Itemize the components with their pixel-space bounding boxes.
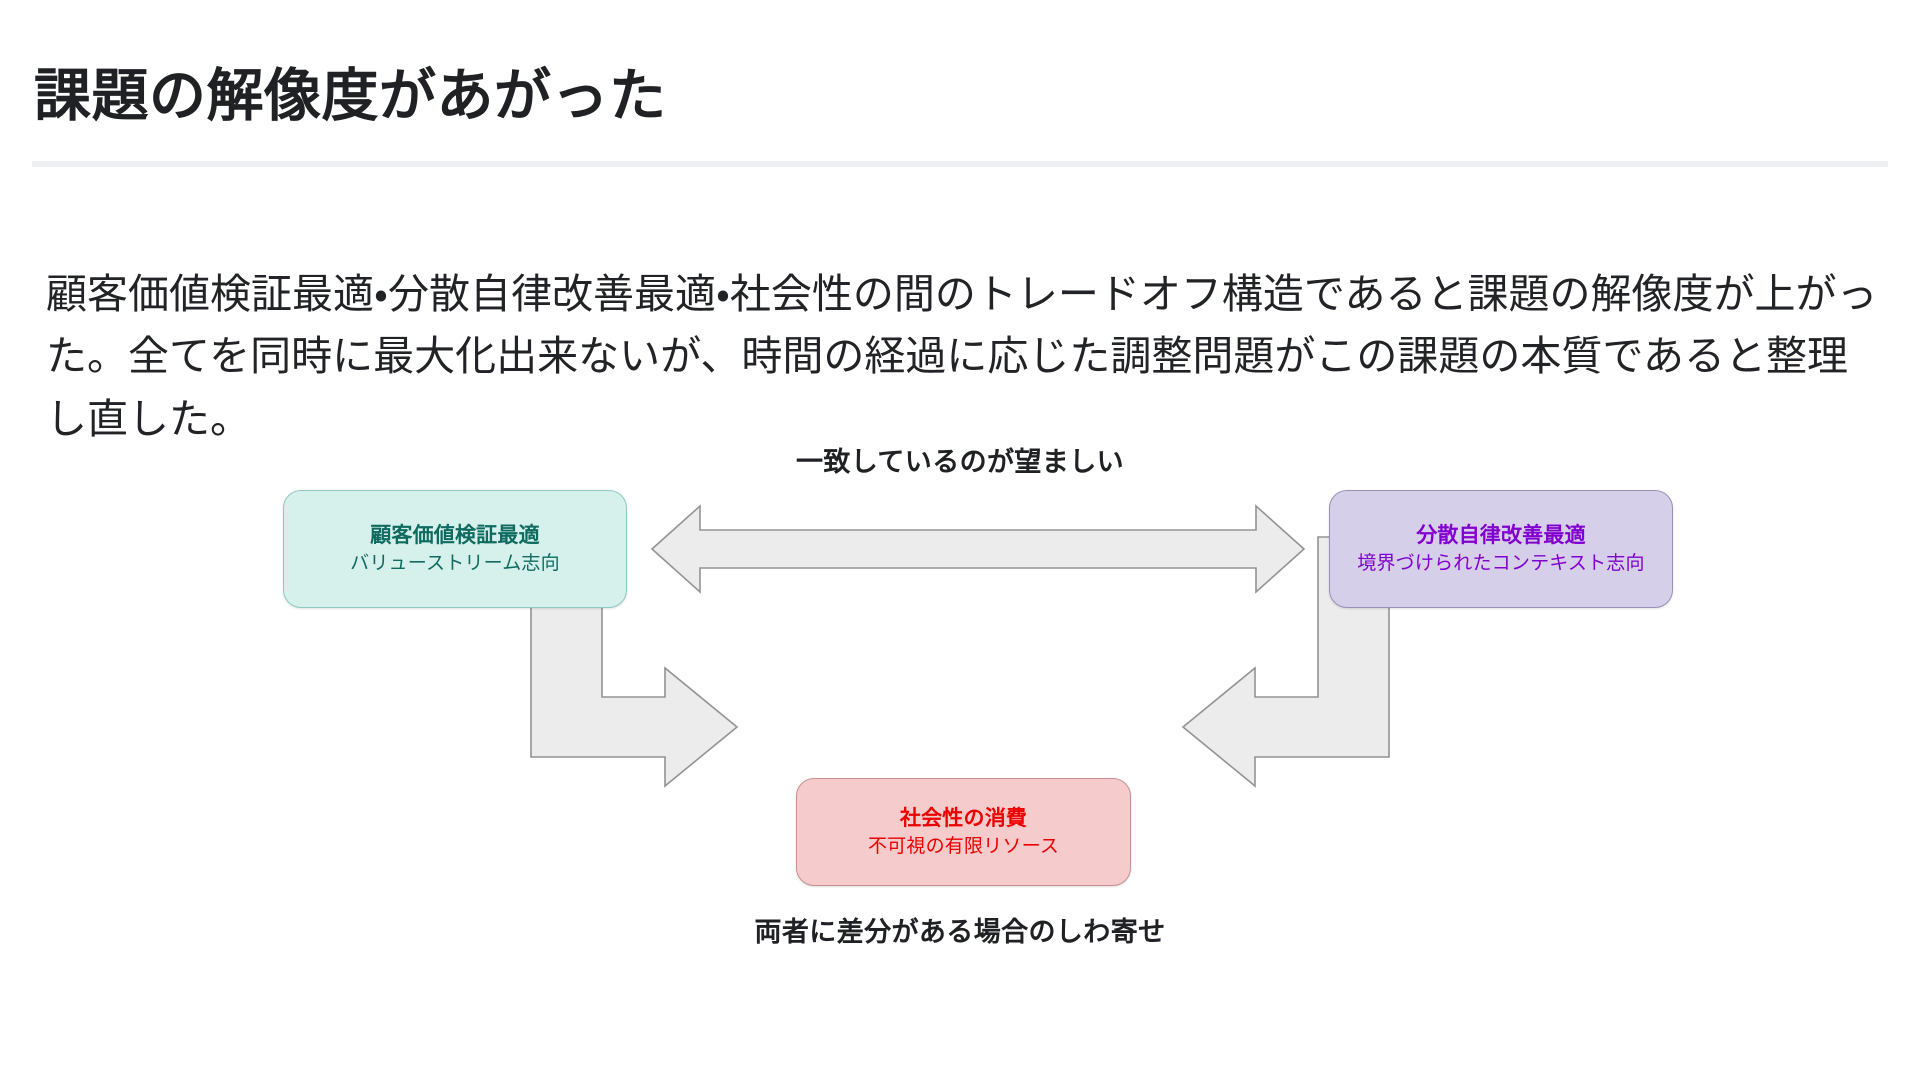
tradeoff-diagram: 一致しているのが望ましい 顧客価値検証最適 バリューストリーム志向 分散自律改善… [0, 440, 1920, 1000]
title-divider [32, 161, 1888, 167]
node-distributed-autonomy: 分散自律改善最適 境界づけられたコンテキスト志向 [1329, 490, 1673, 608]
bidirectional-arrow [650, 504, 1306, 594]
node-sociality-consumption-title: 社会性の消費 [899, 806, 1028, 830]
diagram-caption-top: 一致しているのが望ましい [796, 447, 1124, 477]
node-distributed-autonomy-subtitle: 境界づけられたコンテキスト志向 [1357, 552, 1645, 574]
node-sociality-consumption-subtitle: 不可視の有限リソース [867, 835, 1060, 857]
diagram-caption-bottom: 両者に差分がある場合のしわ寄せ [754, 917, 1166, 947]
node-distributed-autonomy-title: 分散自律改善最適 [1416, 523, 1586, 547]
node-customer-value-subtitle: バリューストリーム志向 [350, 552, 560, 574]
node-sociality-consumption: 社会性の消費 不可視の有限リソース [796, 778, 1131, 886]
body-paragraph: 顧客価値検証最適・分散自律改善最適・社会性の間のトレードオフ構造であると課題の解… [46, 271, 1878, 442]
page-title: 課題の解像度があがった [34, 64, 667, 129]
node-customer-value: 顧客価値検証最適 バリューストリーム志向 [283, 490, 627, 608]
node-customer-value-title: 顧客価値検証最適 [370, 523, 540, 547]
